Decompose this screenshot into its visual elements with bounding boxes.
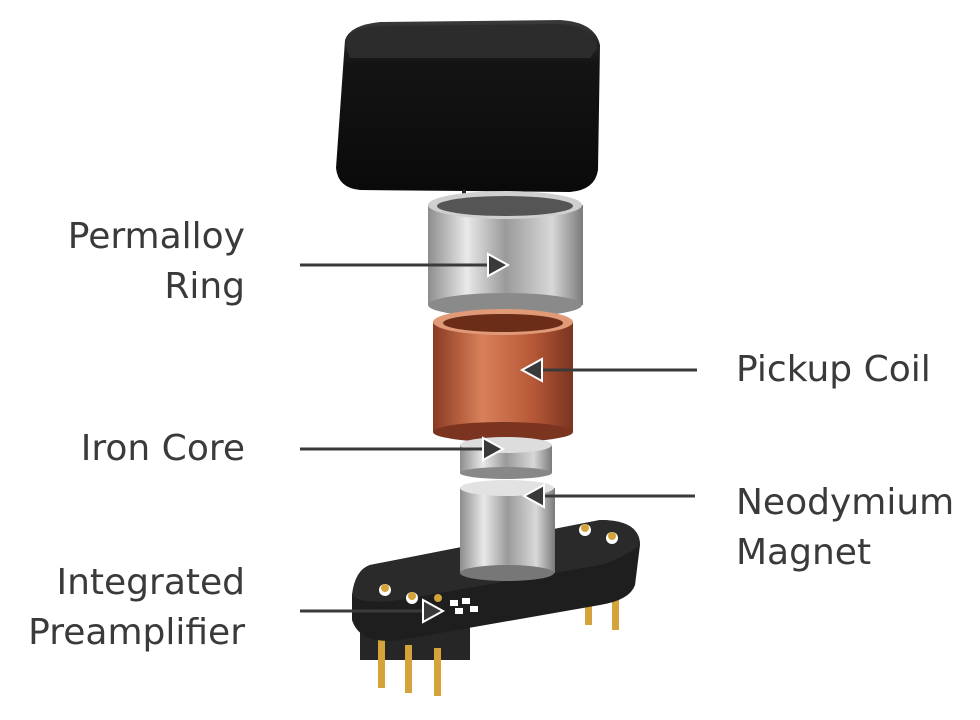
label-line: Ring (164, 266, 245, 307)
cover-cap (336, 20, 600, 204)
label-line: Permalloy (67, 216, 245, 257)
callout-arrows (300, 252, 697, 624)
arrowhead-icon (482, 436, 506, 462)
label-neodymium-magnet: Neodymium Magnet (736, 478, 954, 578)
label-line: Integrated (56, 562, 245, 603)
label-line: Neodymium (736, 482, 955, 523)
arrowhead-icon (521, 483, 545, 509)
arrowhead-icon (519, 357, 543, 383)
label-preamplifier: Integrated Preamplifier (0, 558, 245, 658)
label-line: Magnet (736, 532, 872, 573)
permalloy-ring (428, 191, 583, 317)
pickup-coil (433, 309, 573, 442)
arrowhead-icon (487, 252, 511, 278)
arrowhead-icon (422, 598, 446, 624)
label-iron-core: Iron Core (80, 428, 245, 469)
label-pickup-coil: Pickup Coil (736, 349, 931, 390)
label-line: Preamplifier (28, 612, 245, 653)
iron-core (460, 437, 552, 479)
label-permalloy-ring: Permalloy Ring (0, 212, 245, 312)
